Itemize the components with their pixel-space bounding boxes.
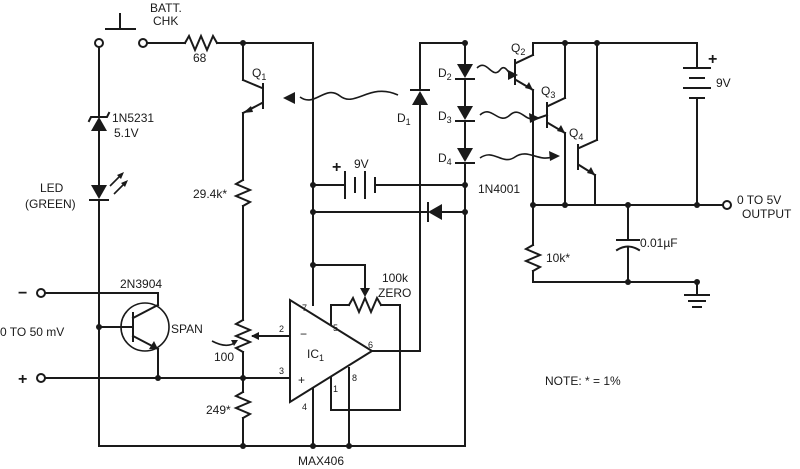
zero-label: ZERO xyxy=(378,286,411,300)
led-d4 xyxy=(455,148,475,164)
led-d2 xyxy=(455,64,475,80)
transistor-2n3904 xyxy=(98,292,170,379)
batt1-plus-label: + xyxy=(332,159,341,176)
r29-label: 29.4k* xyxy=(193,187,227,201)
diode-1n4001-label: 1N4001 xyxy=(478,182,520,196)
phototransistor-q4 xyxy=(577,42,599,206)
r10k-label: 10k* xyxy=(546,251,570,265)
optical-link-q1 xyxy=(299,90,399,101)
span-label: SPAN xyxy=(171,322,203,336)
optical-link-q4 xyxy=(479,153,553,161)
zero-r-label: 100k xyxy=(382,271,409,285)
q2-label: Q2 xyxy=(511,41,525,57)
led-label-2: (GREEN) xyxy=(25,197,76,211)
note-label: NOTE: * = 1% xyxy=(545,374,621,388)
ic-minus-label: − xyxy=(300,327,307,341)
input-range-label: 0 TO 50 mV xyxy=(0,325,64,339)
transistor-label: 2N3904 xyxy=(120,277,162,291)
led-green xyxy=(89,172,128,201)
r68-label: 68 xyxy=(193,51,207,65)
r100-label: 100 xyxy=(214,350,234,364)
led-d1 xyxy=(410,89,430,105)
batt-chk-label-2: CHK xyxy=(153,14,178,28)
r249-label: 249* xyxy=(206,403,231,417)
pin1-label: 1 xyxy=(333,384,338,394)
d1-label: D1 xyxy=(397,111,411,127)
batt-check-switch xyxy=(94,13,148,48)
resistor-10k xyxy=(523,243,543,273)
cap-label: 0.01µF xyxy=(640,236,678,250)
pin6-label: 6 xyxy=(368,340,373,350)
pin8-label: 8 xyxy=(352,373,357,383)
pin3-label: 3 xyxy=(279,366,284,376)
batt-chk-label-1: BATT. xyxy=(150,1,182,15)
diode-1n4001 xyxy=(427,202,442,222)
resistor-29k xyxy=(233,178,253,208)
q4-label: Q4 xyxy=(569,126,583,142)
ic-plus-label: + xyxy=(298,373,305,387)
span-potentiometer xyxy=(233,318,253,354)
optical-link-q2 xyxy=(476,64,513,76)
led-label-1: LED xyxy=(40,181,64,195)
input-plus-label: + xyxy=(18,371,27,388)
zener-voltage-label: 5.1V xyxy=(114,126,139,140)
pin2-label: 2 xyxy=(279,324,284,334)
zener-label: 1N5231 xyxy=(112,111,154,125)
zero-potentiometer xyxy=(347,295,383,315)
ic-part-label: MAX406 xyxy=(298,454,344,468)
output-label-1: 0 TO 5V xyxy=(737,193,781,207)
pin4-label: 4 xyxy=(302,402,307,412)
q1-label: Q1 xyxy=(252,66,266,82)
led-d3 xyxy=(455,106,475,122)
zener-diode xyxy=(87,111,111,131)
batt1-voltage-label: 9V xyxy=(354,157,369,171)
ic1-label: IC1 xyxy=(307,347,324,363)
battery-9v-right xyxy=(683,67,711,99)
batt2-plus-label: + xyxy=(708,51,717,68)
output-label-2: OUTPUT xyxy=(742,207,792,221)
pin5-label: 5 xyxy=(333,323,338,333)
input-minus-label: − xyxy=(18,285,27,302)
phototransistor-q1 xyxy=(241,78,264,115)
optical-link-q3 xyxy=(479,111,534,120)
q3-label: Q3 xyxy=(541,84,555,100)
ground-symbol xyxy=(684,294,710,308)
batt2-voltage-label: 9V xyxy=(716,76,731,90)
d4-label: D4 xyxy=(438,151,452,167)
resistor-68 xyxy=(183,33,219,53)
battery-9v-middle xyxy=(344,171,376,199)
d3-label: D3 xyxy=(438,109,452,125)
d2-label: D2 xyxy=(438,66,452,82)
phototransistor-q3 xyxy=(531,42,567,206)
resistor-249 xyxy=(233,390,253,420)
pin7-label: 7 xyxy=(302,303,307,313)
